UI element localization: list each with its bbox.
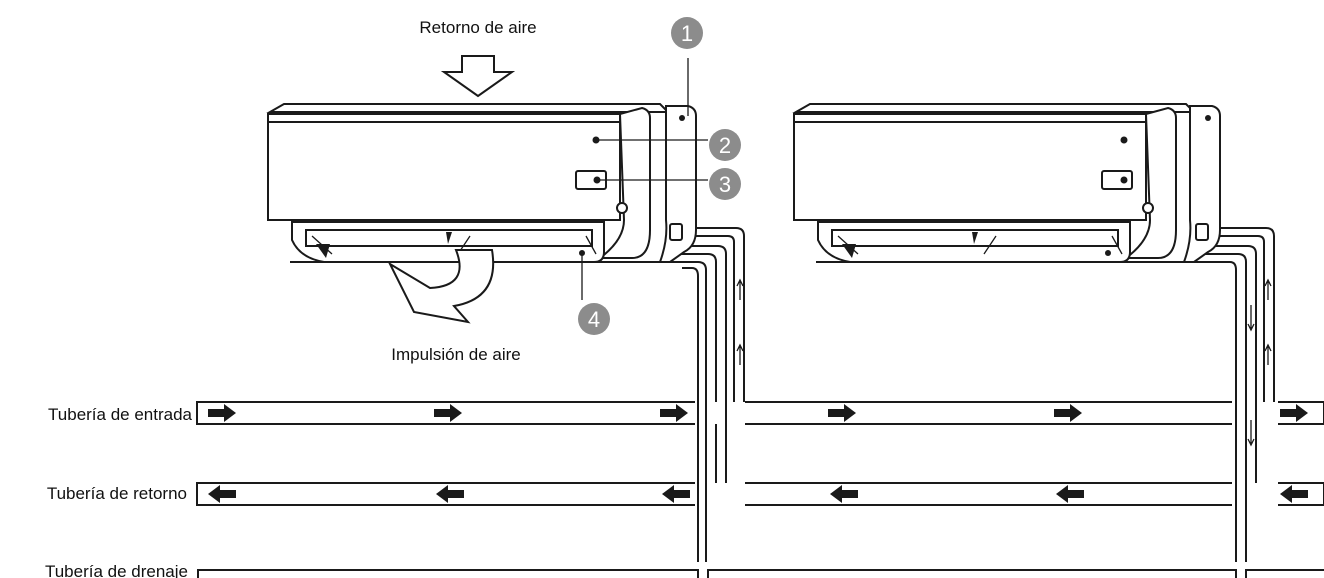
callout-1-number: 1 (681, 21, 693, 46)
arrow-left-icon (662, 485, 690, 503)
unit-1-pipe-risers (676, 227, 745, 562)
unit-2-pipe-risers (1200, 227, 1278, 562)
arrow-left-icon (436, 485, 464, 503)
arrow-left-icon (830, 485, 858, 503)
inlet-flow-arrows (208, 404, 1308, 422)
pipe-connectors (669, 223, 1209, 241)
arrow-right-icon (434, 404, 462, 422)
callout-4-number: 4 (588, 307, 600, 332)
curved-outlet-arrow-icon (387, 249, 495, 324)
air-return-label: Retorno de aire (419, 18, 536, 37)
callout-leaders (581, 58, 708, 300)
callout-3: 3 (709, 168, 741, 200)
hollow-down-arrow-icon (440, 55, 516, 98)
fan-coil-unit-1 (266, 103, 697, 263)
callout-3-number: 3 (719, 172, 731, 197)
callout-2: 2 (709, 129, 741, 161)
callout-1: 1 (671, 17, 703, 49)
inlet-pipe-label: Tubería de entrada (48, 405, 193, 424)
callout-2-number: 2 (719, 133, 731, 158)
arrow-right-icon (660, 404, 688, 422)
return-pipe (196, 482, 1324, 506)
callout-4: 4 (578, 303, 610, 335)
arrow-left-icon (1056, 485, 1084, 503)
inlet-pipe (196, 401, 1324, 425)
fan-coil-unit-2 (792, 103, 1221, 263)
arrow-left-icon (208, 485, 236, 503)
return-flow-arrows (208, 485, 1308, 503)
arrow-right-icon (1280, 404, 1308, 422)
arrow-right-icon (1054, 404, 1082, 422)
arrow-right-icon (828, 404, 856, 422)
drain-pipe (197, 569, 1324, 578)
arrow-left-icon (1280, 485, 1308, 503)
return-pipe-label: Tubería de retorno (47, 484, 187, 503)
air-supply-label: Impulsión de aire (391, 345, 520, 364)
arrow-right-icon (208, 404, 236, 422)
drain-pipe-label: Tubería de drenaje (45, 562, 188, 578)
